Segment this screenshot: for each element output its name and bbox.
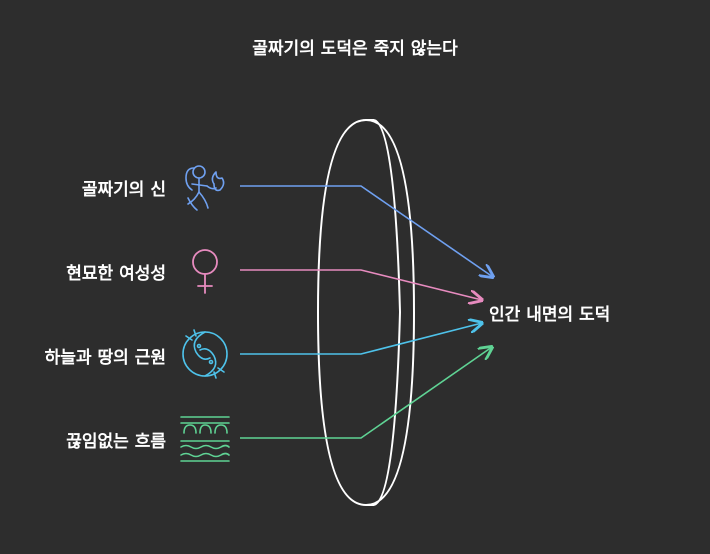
label-heaven-earth-root: 하늘과 땅의 근원: [44, 348, 166, 368]
page-title: 골짜기의 도덕은 죽지 않는다: [252, 39, 458, 59]
flowing-water-icon: [180, 416, 230, 462]
arrow-endless-flow: [240, 347, 492, 439]
arrow-valley-spirit: [240, 185, 493, 277]
label-valley-spirit: 골짜기의 신: [81, 180, 166, 200]
yin-yang-dragon-icon: [182, 329, 228, 379]
arrow-heaven-earth-root: [240, 323, 482, 355]
label-endless-flow: 끊임없는 흐름: [66, 432, 166, 452]
lens-shape: [316, 119, 416, 506]
target-label: 인간 내면의 도덕: [489, 305, 611, 325]
female-symbol-icon: [192, 249, 218, 294]
label-mysterious-female: 현묘한 여성성: [66, 264, 166, 284]
valley-spirit-icon: [185, 165, 225, 211]
arrow-mysterious-female: [240, 269, 482, 300]
